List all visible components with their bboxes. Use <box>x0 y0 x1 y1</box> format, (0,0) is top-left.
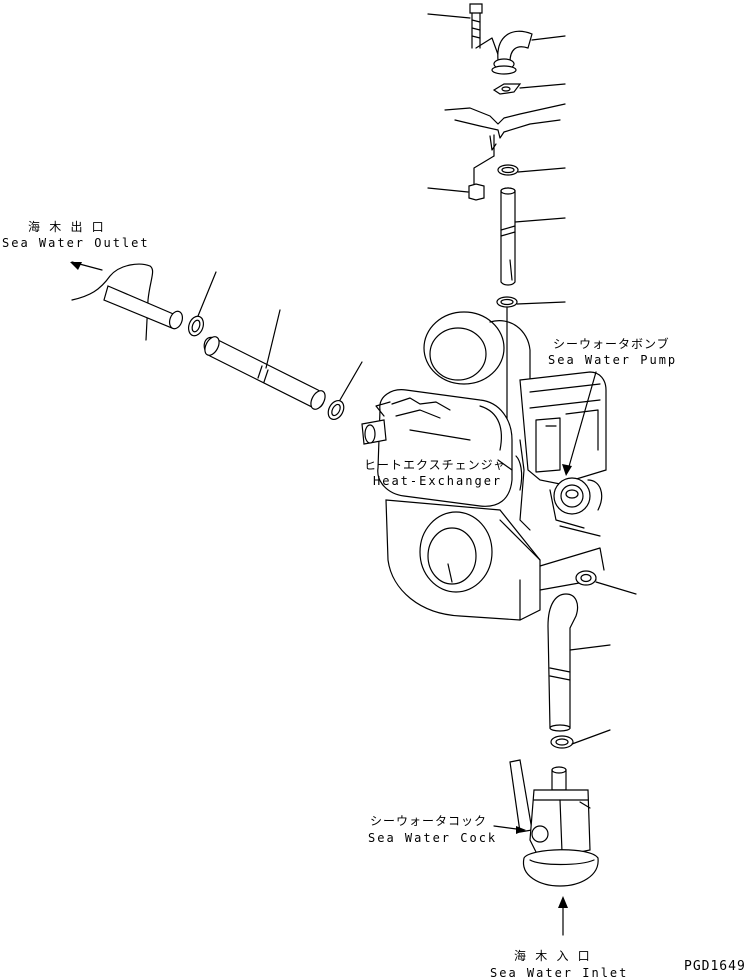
top-nut <box>428 184 484 200</box>
drawing-code: PGD1649 <box>684 959 746 974</box>
top-body-outline <box>445 104 565 190</box>
lower-hose <box>548 594 610 731</box>
clamp-1 <box>498 165 565 175</box>
clamp-5 <box>576 571 636 594</box>
pump-label-jp: シーウォータボンブ <box>553 337 670 351</box>
elbow-fitting <box>476 31 565 74</box>
inlet-label-en: Sea Water Inlet <box>490 966 629 980</box>
left-hose <box>202 310 328 412</box>
top-bolt <box>428 4 482 48</box>
clamp-3 <box>186 272 216 338</box>
inlet-label-jp: 海 木 入 口 <box>514 949 591 963</box>
clamp-6 <box>551 730 610 748</box>
sea-water-cock <box>494 760 598 886</box>
top-gasket <box>494 84 565 94</box>
inlet-arrow <box>558 896 568 935</box>
engine-assembly <box>362 312 606 620</box>
clamp-4 <box>325 362 362 422</box>
vertical-hose <box>501 188 565 285</box>
pump-label-en: Sea Water Pump <box>548 353 678 367</box>
cock-label-en: Sea Water Cock <box>368 831 498 845</box>
heat-exchanger-label-jp: ヒートエクスチェンジャ <box>364 458 507 472</box>
outlet-label-en: Sea Water Outlet <box>2 236 150 250</box>
cock-label-jp: シーウォータコック <box>370 814 488 828</box>
heat-exchanger-label-en: Heat-Exchanger <box>373 474 503 488</box>
outlet-pipe <box>70 262 185 340</box>
label-leaders <box>498 372 596 476</box>
outlet-label-jp: 海 木 出 口 <box>28 220 105 234</box>
